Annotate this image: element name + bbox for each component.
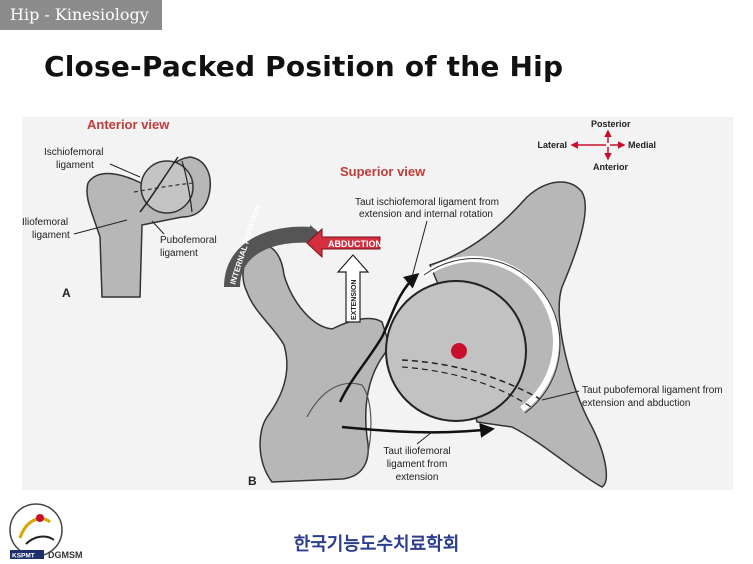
label-ilio-taut-3: extension [396, 472, 439, 483]
extension-arrow [336, 254, 370, 323]
greater-trochanter-outline [306, 382, 372, 458]
abduction-label: ABDUCTION [328, 239, 382, 249]
label-ischiofemoral-2: ligament [56, 160, 94, 171]
label-iliofemoral-2: ligament [32, 230, 70, 241]
pubofemoral-ligament-dashed [401, 359, 541, 400]
logo-stroke [25, 535, 55, 545]
anterior-femoral-head [140, 160, 194, 214]
extension-label: EXTENSION [351, 280, 358, 320]
society-name: 한국기능도수치료학회 [293, 534, 460, 555]
capsule-line [133, 182, 195, 193]
logo-text-right: DGMSM [48, 550, 83, 560]
hip-figure: Anterior view Ischiofemoral ligament Ili… [22, 117, 733, 490]
leader-ischiofemoral [109, 163, 141, 178]
logo-dot [36, 514, 44, 522]
abduction-arrow [306, 227, 381, 259]
acetabular-rim-outline [423, 257, 561, 414]
label-ischiofemoral-1: Ischiofemoral [44, 147, 103, 158]
internal-rotation-arrow [224, 226, 313, 288]
compass-lateral: Lateral [537, 140, 567, 150]
center-of-rotation-dot [451, 343, 467, 359]
leader-pubo-taut [541, 390, 580, 401]
ischiofemoral-taut-arrow [338, 273, 420, 403]
leader-iliofemoral [73, 219, 128, 235]
label-iliofemoral-1: Iliofemoral [22, 217, 68, 228]
panel-letter-b: B [248, 474, 257, 488]
label-ilio-taut-2: ligament from [387, 459, 448, 470]
section-tag: Hip - Kinesiology [0, 0, 162, 30]
leader-pubofemoral [151, 220, 165, 235]
label-ischio-taut-2: extension and internal rotation [359, 209, 493, 220]
label-pubo-taut-2: extension and abduction [582, 398, 690, 409]
compass-anterior: Anterior [593, 162, 629, 172]
society-logo: KSPMT DGMSM [9, 503, 83, 560]
superior-panel: Superior view INTERNAL ROTATION ABDUCTIO… [224, 164, 723, 488]
logo-band [10, 550, 44, 559]
pubofemoral-ligament-dashed-2 [401, 366, 535, 410]
leader-ischio-taut [411, 220, 428, 278]
label-pubofemoral-2: ligament [160, 248, 198, 259]
panel-letter-a: A [62, 286, 71, 300]
iliofemoral-band [139, 156, 179, 213]
pubofemoral-band [181, 160, 193, 213]
figure-background [22, 117, 733, 490]
compass-posterior: Posterior [591, 119, 631, 129]
slide-title: Close-Packed Position of the Hip [44, 50, 564, 83]
iliofemoral-taut-arrow [341, 422, 495, 438]
superior-view-heading: Superior view [340, 164, 426, 179]
orientation-compass: Posterior Lateral Medial Anterior [537, 119, 656, 172]
logo-text-left: KSPMT [12, 553, 35, 560]
label-pubofemoral-1: Pubofemoral [160, 235, 217, 246]
label-pubo-taut-1: Taut pubofemoral ligament from [582, 385, 723, 396]
anterior-panel: Anterior view Ischiofemoral ligament Ili… [22, 117, 217, 300]
femur-superior [242, 244, 391, 483]
logo-swoosh [18, 517, 51, 539]
leader-ilio-taut [416, 431, 433, 445]
anterior-view-heading: Anterior view [87, 117, 170, 132]
label-ilio-taut-1: Taut iliofemoral [383, 446, 450, 457]
label-ischio-taut-1: Taut ischiofemoral ligament from [355, 197, 499, 208]
compass-medial: Medial [628, 140, 656, 150]
